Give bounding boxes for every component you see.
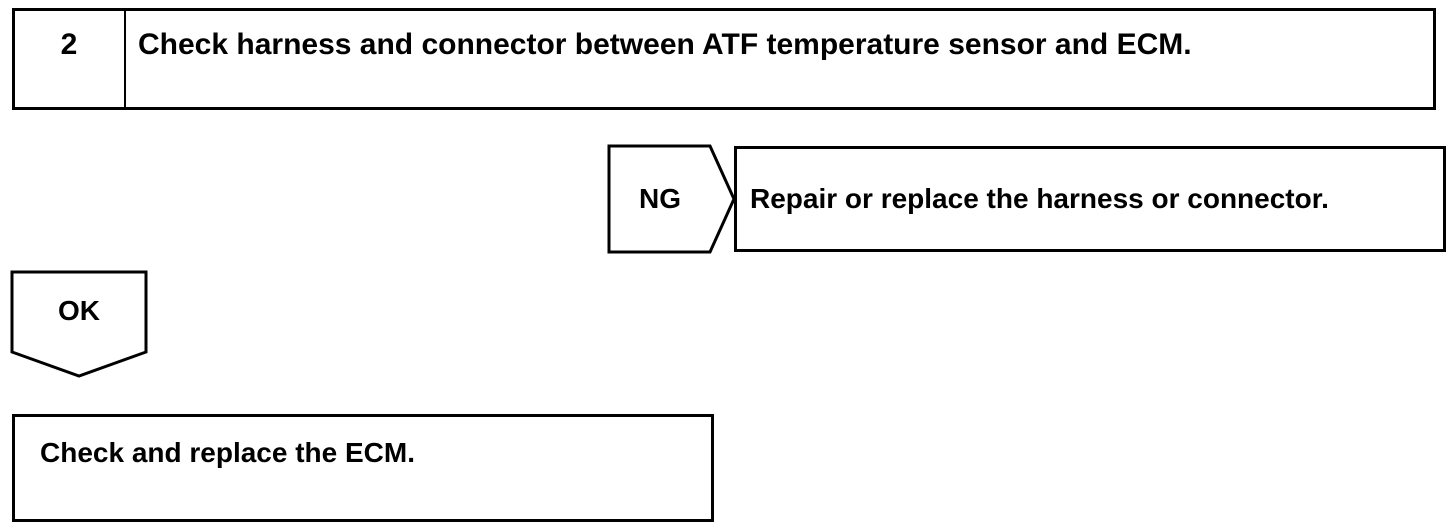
step-title: Check harness and connector between ATF …: [138, 28, 1192, 61]
ng-label: NG: [639, 183, 681, 214]
ng-result-box: [734, 146, 1446, 252]
step-divider: [124, 8, 126, 110]
action-text: Check and replace the ECM.: [40, 437, 416, 468]
ng-result-text: Repair or replace the harness or connect…: [750, 183, 1329, 214]
step-box: [12, 8, 1436, 110]
ng-arrow-shape: [607, 144, 736, 254]
ok-label: OK: [58, 295, 100, 326]
ok-arrow-shape: [10, 270, 148, 378]
step-number: 2: [60, 28, 78, 61]
action-box: [12, 414, 714, 522]
